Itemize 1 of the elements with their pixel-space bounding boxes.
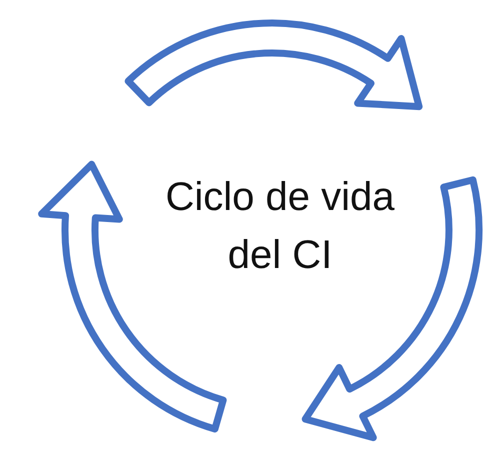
center-label: Ciclo de vida del CI (164, 174, 396, 279)
